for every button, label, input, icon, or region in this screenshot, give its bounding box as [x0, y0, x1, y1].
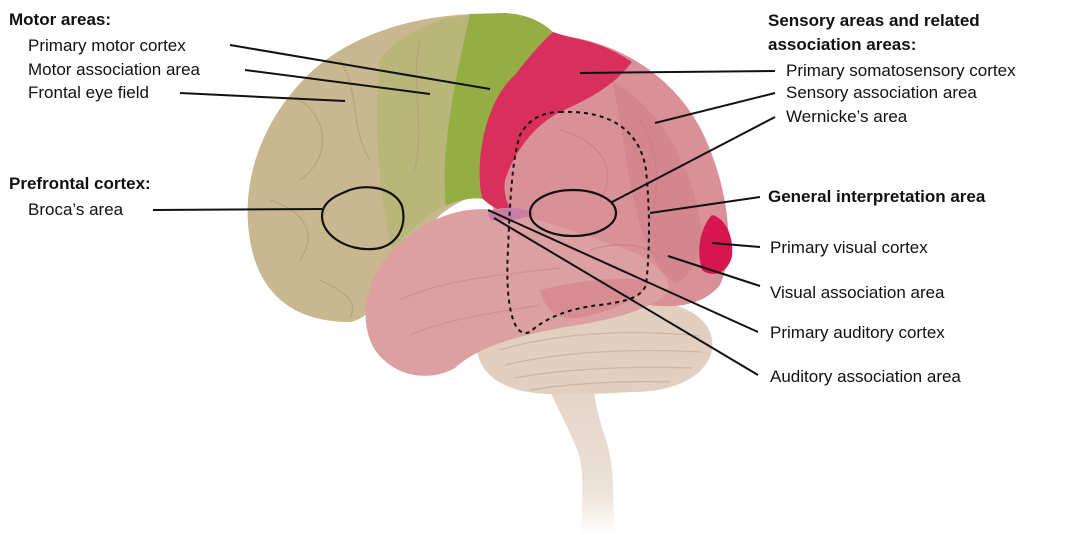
label-sensory-association-area: Sensory association area	[786, 83, 977, 103]
label-brocas-area: Broca’s area	[28, 200, 123, 220]
label-primary-auditory-cortex: Primary auditory cortex	[770, 323, 945, 343]
prefrontal-cortex-heading: Prefrontal cortex:	[9, 174, 151, 194]
label-auditory-association-area: Auditory association area	[770, 367, 961, 387]
sensory-heading-line2: association areas:	[768, 35, 916, 55]
label-motor-association-area: Motor association area	[28, 60, 200, 80]
line-broca	[153, 209, 322, 210]
label-frontal-eye-field: Frontal eye field	[28, 83, 149, 103]
label-wernickes-area: Wernicke’s area	[786, 107, 907, 127]
label-primary-somatosensory-cortex: Primary somatosensory cortex	[786, 61, 1016, 81]
label-visual-association-area: Visual association area	[770, 283, 945, 303]
motor-areas-heading: Motor areas:	[9, 10, 111, 30]
label-primary-motor-cortex: Primary motor cortex	[28, 36, 186, 56]
sensory-heading-line1: Sensory areas and related	[768, 11, 980, 31]
label-primary-visual-cortex: Primary visual cortex	[770, 238, 928, 258]
label-general-interpretation-area: General interpretation area	[768, 187, 985, 207]
